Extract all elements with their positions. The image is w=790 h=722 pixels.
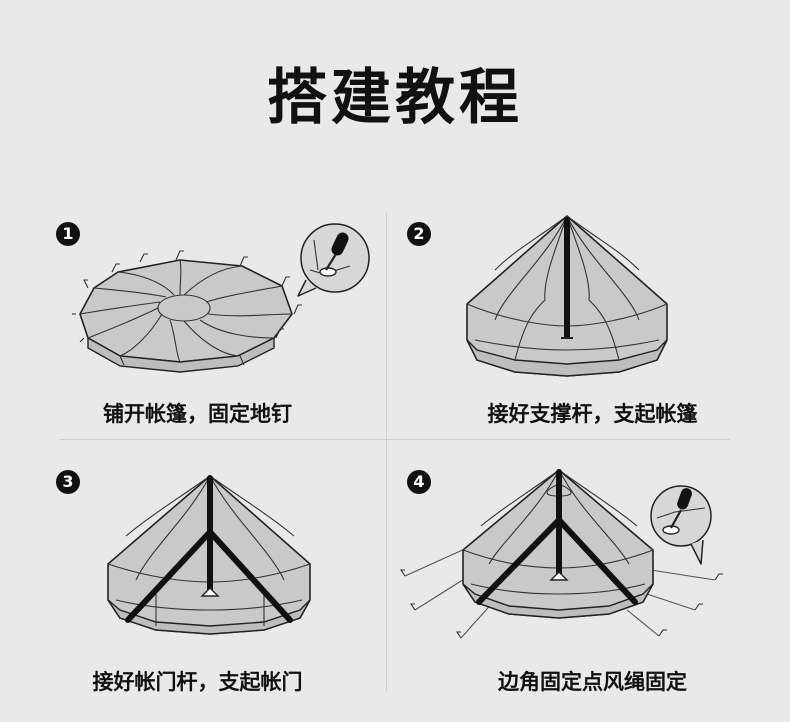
- step-1-caption: 铺开帐篷，固定地钉: [103, 402, 292, 426]
- tent-guyline-illustration: [399, 469, 723, 639]
- step-2-caption: 接好支撑杆，支起帐篷: [487, 402, 698, 426]
- step-1-panel: 1 铺开帐篷，固定地钉: [0, 210, 395, 460]
- tent-raised-illustration: [466, 215, 668, 377]
- step-1-number: 1: [56, 222, 80, 246]
- page-title: 搭建教程: [267, 63, 523, 133]
- step-3-number: 3: [56, 470, 80, 494]
- step-3-caption: 接好帐门杆，支起帐门: [92, 670, 303, 694]
- vertical-divider: [386, 212, 387, 692]
- tent-door-pole-illustration: [107, 475, 311, 635]
- step-4-panel: 4 边角固定点风绳固定: [395, 460, 790, 710]
- step-4-caption: 边角固定点风绳固定: [498, 670, 687, 694]
- step-3-panel: 3 接好帐门杆，支起帐门: [0, 460, 395, 710]
- horizontal-divider: [60, 439, 730, 440]
- flat-tent-illustration: [72, 223, 370, 373]
- step-2-panel: 2 接好支撑杆，支起帐篷: [395, 210, 790, 460]
- step-2-number: 2: [407, 222, 431, 246]
- step-4-number: 4: [407, 470, 431, 494]
